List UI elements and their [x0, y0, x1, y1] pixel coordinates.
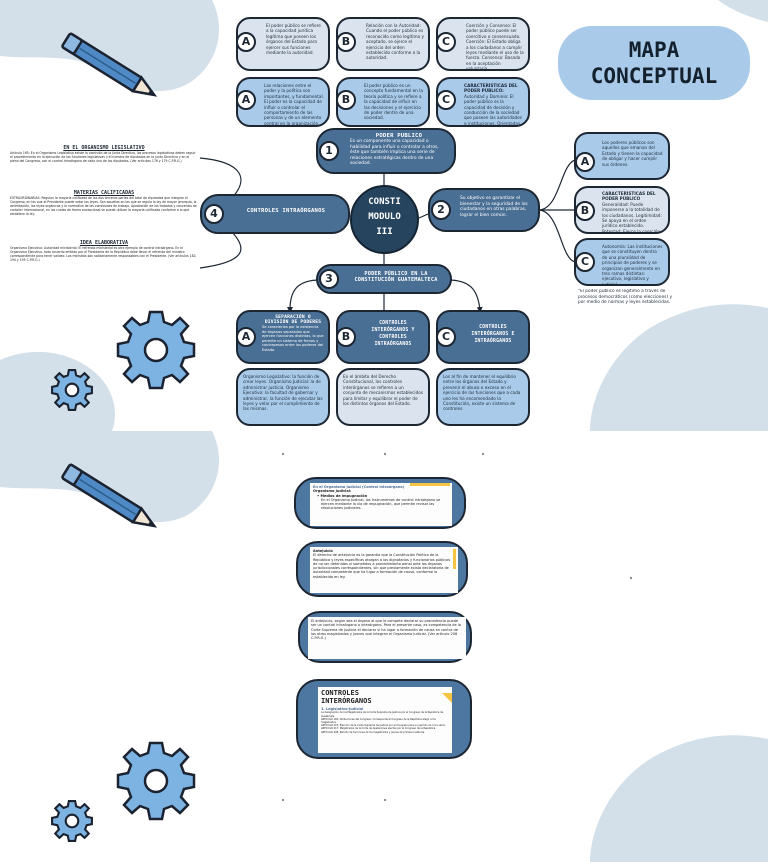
gear-large-icon: [116, 741, 196, 821]
node-controles-intraorganos: CONTROLES INTRAÓRGANOS: [200, 194, 350, 234]
background-shapes-2: [0, 431, 768, 862]
center-node: CONSTI MODULO III: [350, 185, 419, 254]
dot: [482, 453, 484, 455]
badge-number-1: 1: [319, 141, 339, 161]
badge-top-a: A: [236, 32, 256, 52]
doc-organismo-legislativo: EN EL ORGANISMO LEGISLATIVO Artículo 165…: [10, 145, 196, 164]
dot: [384, 799, 386, 801]
pencil-icon: [61, 463, 158, 528]
bottom-lower-a: Organismo Legislativo: la función de cre…: [236, 368, 330, 426]
badge-right-a: A: [575, 152, 595, 172]
badge-right-b: B: [575, 201, 595, 221]
right-note: "El poder público es legítimo a través d…: [578, 289, 672, 306]
badge-mid-b: B: [336, 90, 356, 110]
badge-number-2: 2: [431, 200, 451, 220]
doc-idea-elaborativa: IDEA ELABORATIVA Organismo Ejecutivo: Au…: [10, 240, 197, 263]
slide-2: En el Organismo Judicial (Control intraó…: [0, 431, 768, 862]
snapshot-controles-interorganos: CONTROLES INTERÓRGANOS 1. Legislativo-Ju…: [296, 679, 472, 759]
dot: [282, 453, 284, 455]
title-card: MAPA CONCEPTUAL: [558, 26, 750, 100]
snapshot-antejuicio-control: El antejuicio, según sea el órgano al qu…: [298, 611, 472, 663]
badge-top-b: B: [336, 32, 356, 52]
gear-large-icon: [116, 310, 196, 390]
right-box-b: CARACTERÍSTICAS DEL PODER PÚBLICO Genera…: [574, 186, 670, 234]
badge-number-3: 3: [319, 269, 339, 289]
dot: [384, 453, 386, 455]
slide-1: MAPA CONCEPTUAL El poder público se refi…: [0, 0, 768, 431]
mid-box-a: Las relaciones entre el poder y la polít…: [236, 77, 330, 127]
badge-bottom-b: B: [336, 327, 356, 347]
right-box-c: Autonomía: Las instituciones que se cons…: [574, 238, 670, 286]
gear-small-icon: [51, 800, 93, 842]
pencil-icon: [61, 32, 158, 97]
gear-small-icon: [51, 369, 93, 411]
dot: [630, 577, 632, 579]
title-line-2: CONCEPTUAL: [590, 64, 718, 88]
badge-bottom-c: C: [436, 327, 456, 347]
background-shapes: [0, 0, 768, 431]
yellow-corner: [442, 693, 452, 703]
doc-materias-calificadas: MATERIAS CALIFICADAS EXTRAORDINARIAS: Re…: [10, 190, 197, 217]
badge-mid-c: C: [436, 90, 456, 110]
badge-bottom-a: A: [236, 327, 256, 347]
bottom-lower-c: Los al fin de mantener el equilibrio ent…: [436, 368, 530, 426]
yellow-accent: [410, 483, 450, 486]
dot: [282, 799, 284, 801]
bottom-lower-b: En el ámbito del Derecho Constitucional,…: [336, 368, 430, 426]
snapshot-organismo-judicial: En el Organismo Judicial (Control intraó…: [294, 477, 466, 529]
snapshot-antejuicio: Antejuicio El derecho de antejuicio es l…: [296, 541, 468, 597]
badge-number-4: 4: [204, 204, 224, 224]
badge-top-c: C: [436, 32, 456, 52]
badge-mid-a: A: [236, 90, 256, 110]
title-line-1: MAPA: [628, 38, 680, 62]
node-poder-publico: PODER PUBLICO Es un componente una capac…: [316, 128, 456, 174]
yellow-accent: [453, 549, 456, 569]
badge-right-c: C: [575, 252, 595, 272]
